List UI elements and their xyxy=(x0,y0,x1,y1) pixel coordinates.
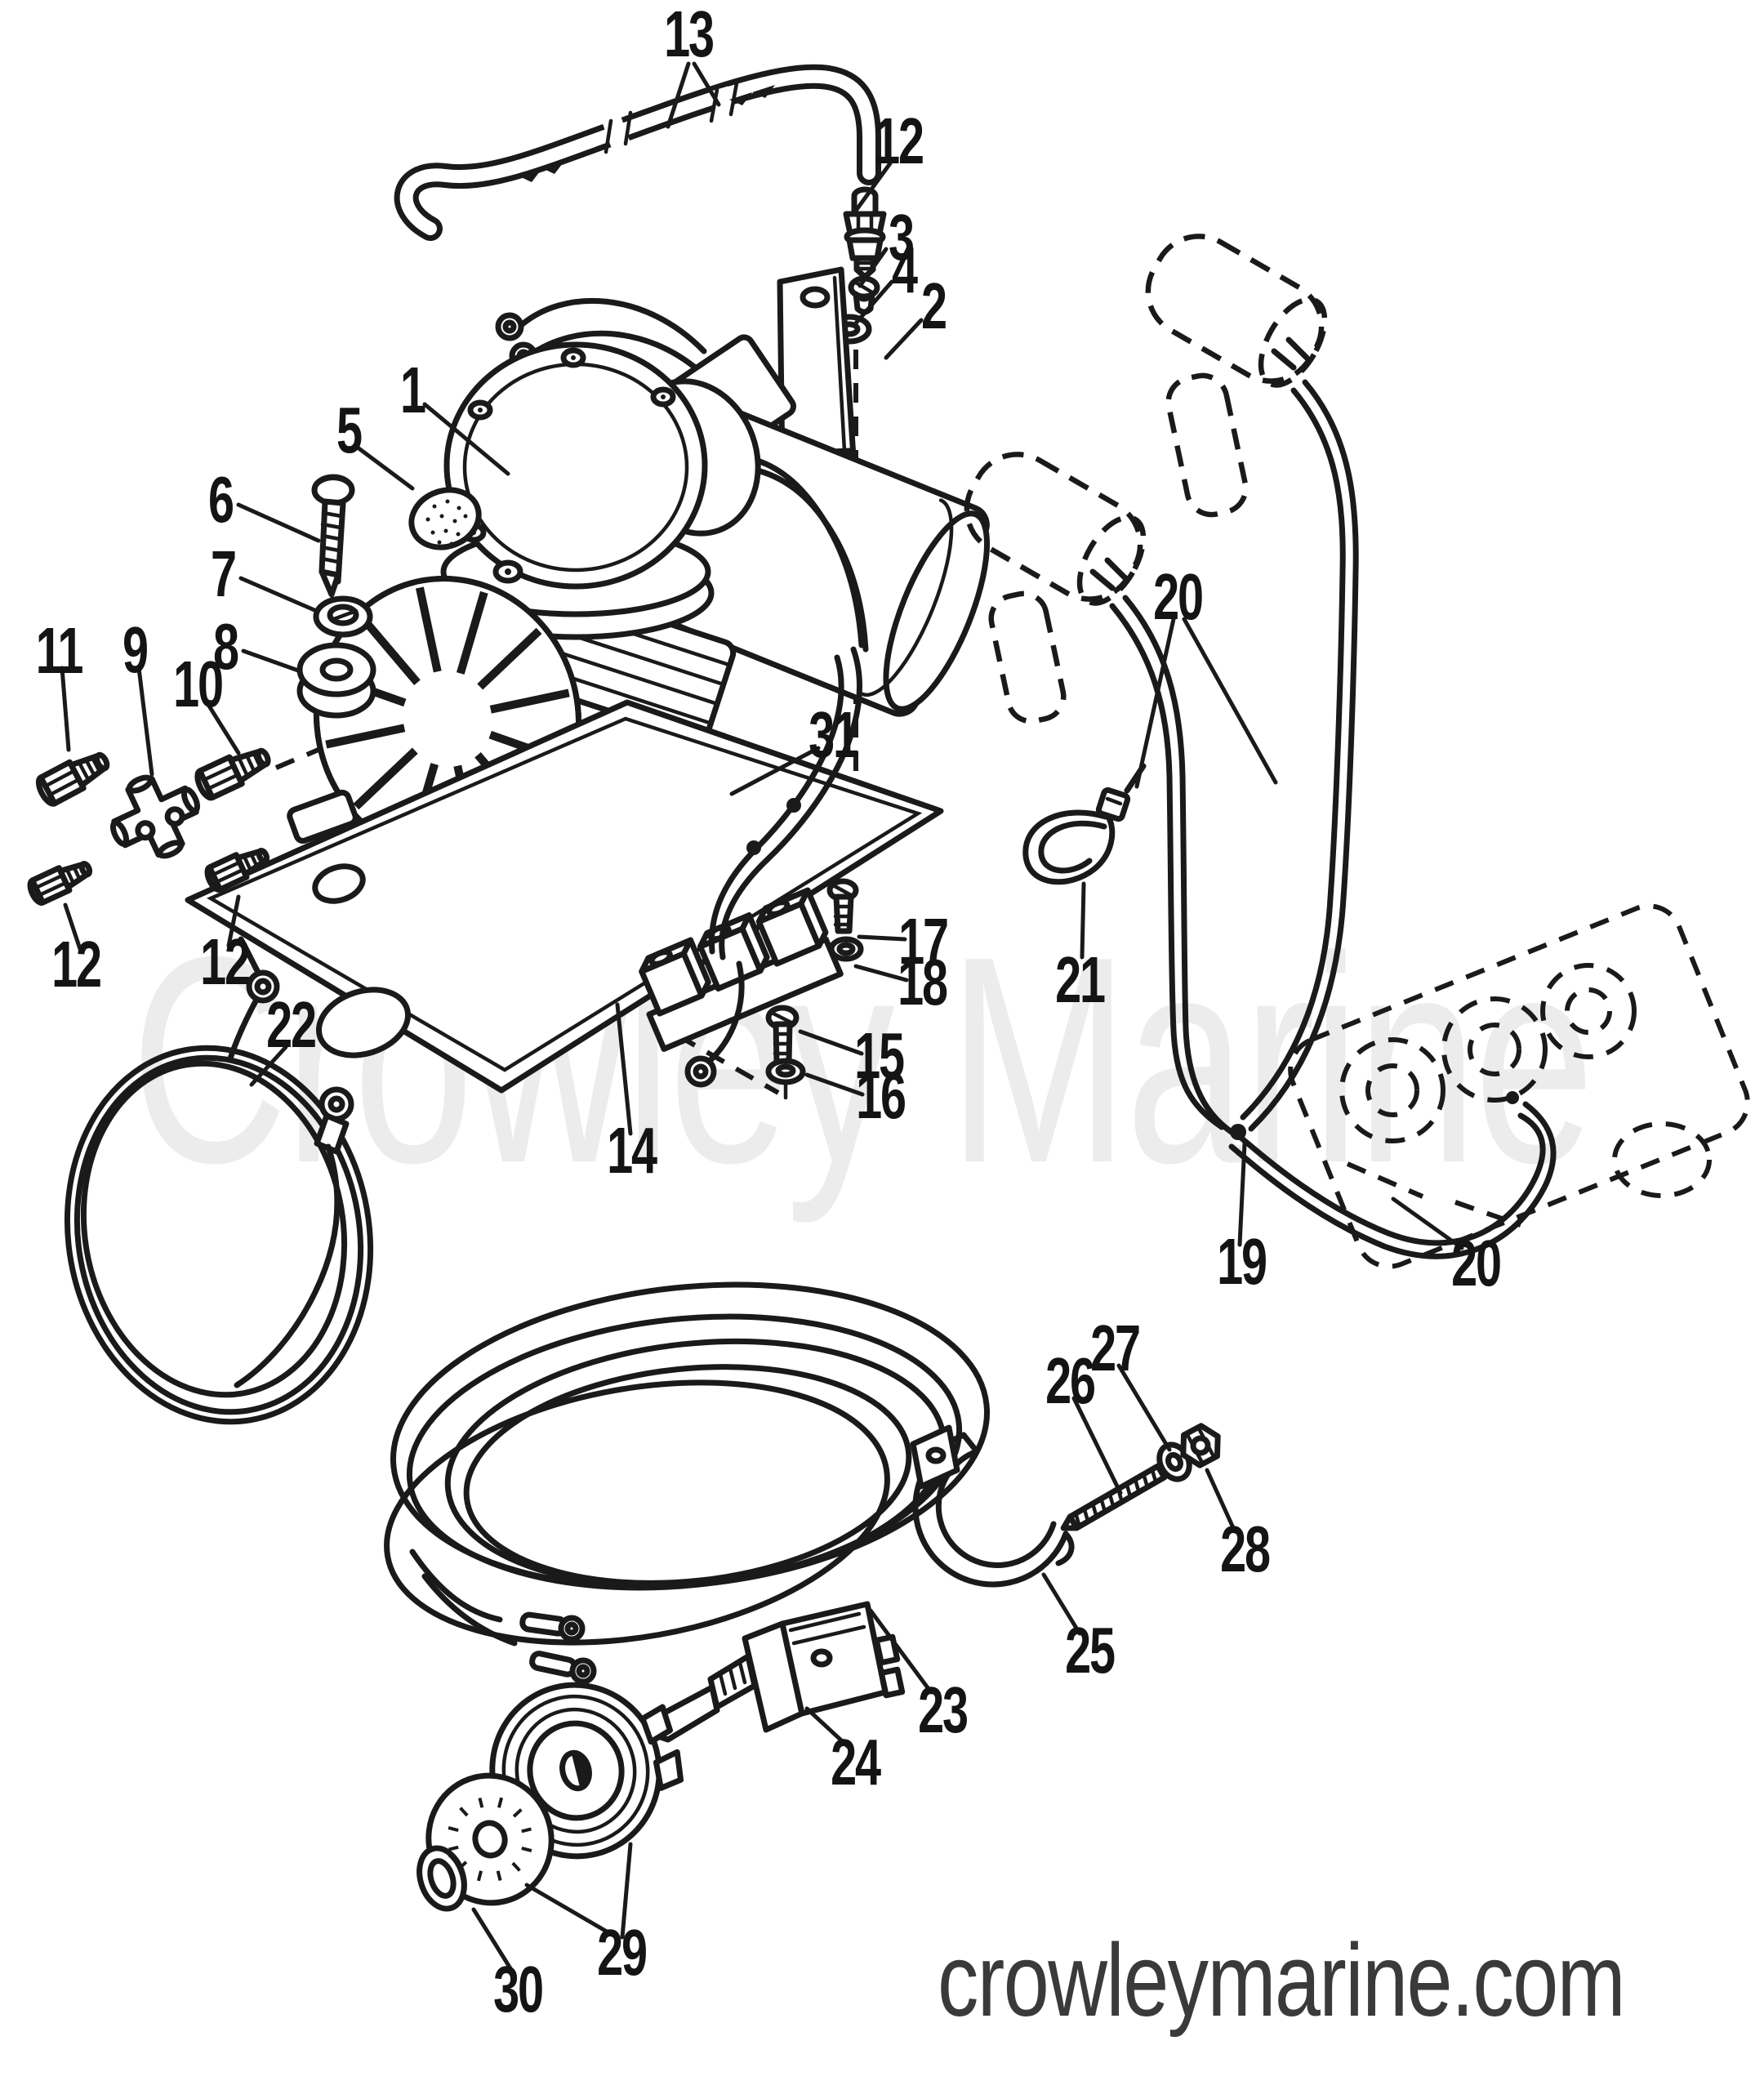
callout-clamp-nut: 28 xyxy=(1220,1513,1271,1585)
callout-screw-plate: 17 xyxy=(898,905,949,978)
callout-hose-junction: 19 xyxy=(1217,1225,1267,1298)
leader-lines xyxy=(60,61,1464,1975)
screw-plate xyxy=(826,878,859,934)
callout-washer-plate: 18 xyxy=(898,946,948,1018)
fitting-left xyxy=(35,751,110,807)
toggle-switch xyxy=(650,1601,906,1743)
washer-plate xyxy=(828,936,864,962)
washer-terminal xyxy=(765,1058,806,1100)
mounting-screw xyxy=(311,474,355,598)
callout-motor-mount-foot: 31 xyxy=(808,698,859,771)
connector-fitting xyxy=(194,747,271,801)
engine-block-dashed xyxy=(1288,903,1750,1269)
callout-rubber-grommet: 8 xyxy=(213,610,239,683)
rubber-grommet xyxy=(296,642,376,719)
screw-terminal xyxy=(765,1005,800,1065)
callout-clamp-washer: 27 xyxy=(1090,1312,1141,1384)
trim-cylinder-upper xyxy=(1145,234,1328,518)
callout-connector-fitting: 10 xyxy=(173,648,224,720)
callout-fitting-top: 12 xyxy=(874,105,924,177)
callout-compressor-assembly: 1 xyxy=(400,354,426,426)
callout-cable-tie: 21 xyxy=(1055,943,1106,1016)
flat-washer xyxy=(313,595,373,638)
wiring-harness xyxy=(384,1281,990,1685)
callout-filter-element: 5 xyxy=(336,394,363,466)
panel-grommet xyxy=(416,1845,467,1912)
callout-mounting-screw: 6 xyxy=(208,463,234,536)
callout-toggle-switch: 24 xyxy=(831,1726,881,1798)
callout-trim-hoses-upper: 20 xyxy=(1153,560,1204,633)
callout-fitting-lower-right: 12 xyxy=(200,925,251,998)
clamp xyxy=(910,1424,1075,1588)
base-plate xyxy=(185,699,944,1094)
callout-air-tube: 13 xyxy=(664,0,715,70)
clamp-screw xyxy=(1060,1463,1168,1531)
callout-terminal-block: 14 xyxy=(607,1114,657,1187)
website-url: crowleymarine.com xyxy=(938,1923,1626,2038)
fitting-lower-right xyxy=(204,847,270,893)
clamp-nut xyxy=(1180,1423,1221,1468)
motor-leads xyxy=(684,646,862,1088)
callout-ground-wire: 22 xyxy=(266,988,317,1061)
callout-screw-solenoid: 3 xyxy=(889,201,915,274)
callout-clamp: 25 xyxy=(1065,1614,1116,1687)
trim-hoses xyxy=(1109,379,1557,1259)
callout-screw-terminal: 15 xyxy=(854,1019,905,1092)
callout-trim-hose-lower: 20 xyxy=(1451,1227,1502,1299)
callout-solenoid-valve-bracket: 2 xyxy=(921,270,947,342)
callout-washer-solenoid: 4 xyxy=(892,234,918,306)
filter-element xyxy=(408,487,482,550)
callout-switch-bezel-and-decal: 29 xyxy=(597,1916,648,1989)
callout-washer-terminal: 16 xyxy=(856,1059,906,1132)
cable-tie xyxy=(1022,763,1147,885)
callout-panel-grommet: 30 xyxy=(493,1953,544,2025)
callout-tee-fitting: 9 xyxy=(122,613,149,686)
callout-flat-washer: 7 xyxy=(211,537,237,610)
tee-fitting xyxy=(109,774,201,859)
ground-wire xyxy=(64,936,374,1425)
air-tube xyxy=(394,64,881,241)
callout-wiring-harness: 23 xyxy=(918,1673,969,1746)
callout-clamp-screw: 26 xyxy=(1045,1344,1096,1417)
callout-fitting-lower-left: 12 xyxy=(51,928,102,1000)
fitting-lower-left xyxy=(27,860,93,906)
terminal-axis-dashed xyxy=(676,1033,780,1095)
callout-fitting-left: 11 xyxy=(35,614,84,687)
compressor-assembly xyxy=(287,341,990,862)
